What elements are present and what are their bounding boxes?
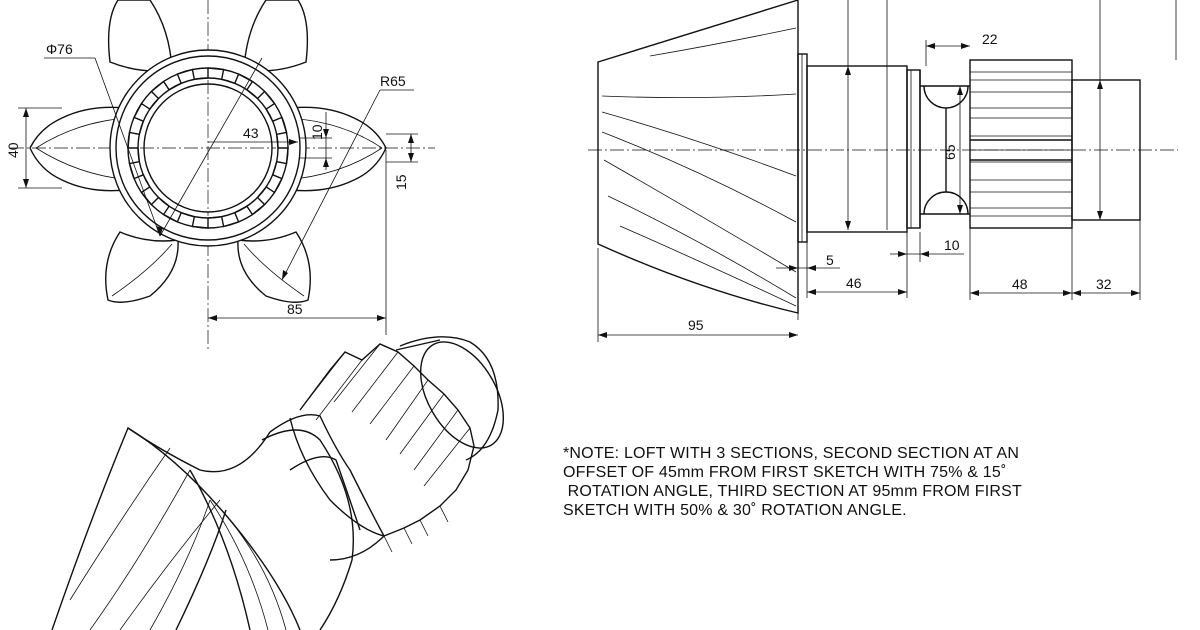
dim-65: 65: [942, 86, 963, 214]
petal-bottom-left: [105, 231, 179, 303]
splined-section: [969, 59, 1073, 229]
dim-95: 95: [597, 248, 798, 342]
diameter-76-dimension: Φ76: [44, 41, 263, 237]
dia-76-label: Φ76: [46, 41, 73, 57]
front-view: Φ76 R65 40 43: [5, 0, 435, 350]
iso-cone: [51, 426, 301, 630]
dim-5: 5: [776, 232, 840, 320]
dim-48-label: 48: [1012, 276, 1028, 292]
dim-10-groove-label: 10: [944, 237, 960, 253]
bore-circle: [137, 77, 279, 219]
dim-32: 32: [1072, 220, 1141, 300]
dim-10-label: 10: [309, 124, 325, 140]
dim-5-label: 5: [826, 252, 834, 268]
isometric-view: [51, 336, 505, 630]
dim-15: 15: [386, 133, 418, 190]
note-line-3: ROTATION ANGLE, THIRD SECTION AT 95mm FR…: [563, 483, 1023, 500]
note-line-4: SKETCH WITH 50% & 30˚ ROTATION ANGLE.: [563, 502, 907, 519]
loft-body: [597, 0, 799, 314]
iso-spline: [289, 343, 475, 553]
shaft-section: [806, 65, 908, 233]
shaft-step: [906, 69, 921, 229]
dim-22: 22: [925, 31, 998, 66]
dim-10-groove: 10: [890, 232, 964, 262]
dim-10-spline: 10: [300, 112, 332, 170]
flange: [797, 53, 808, 243]
dim-95-label: 95: [688, 317, 704, 333]
dim-40-label: 40: [5, 142, 21, 158]
note-line-2: OFFSET OF 45mm FROM FIRST SKETCH WITH 75…: [563, 464, 1007, 481]
petal-bottom-right: [237, 231, 311, 303]
dim-85: 85: [208, 150, 387, 335]
dim-15-label: 15: [393, 174, 409, 190]
note-line-1: *NOTE: LOFT WITH 3 SECTIONS, SECOND SECT…: [563, 445, 1020, 462]
dim-40: 40: [5, 107, 62, 189]
petal-top-right: [243, 0, 309, 72]
dim-32-label: 32: [1096, 276, 1112, 292]
neck-groove: [919, 70, 970, 228]
radius-65-dimension: R65: [281, 73, 414, 281]
petal-top-left: [107, 0, 173, 72]
side-view: 22 65 10 5: [588, 0, 1178, 342]
dim-22-label: 22: [982, 31, 998, 47]
hub-ring-circle: [115, 55, 301, 241]
r65-label: R65: [380, 73, 406, 89]
dim-43: 43: [208, 125, 298, 145]
dim-65-label: 65: [942, 144, 958, 160]
dim-46-label: 46: [846, 275, 862, 291]
dim-46: 46: [807, 262, 908, 298]
dim-43-label: 43: [243, 125, 259, 141]
dim-48: 48: [969, 228, 1073, 300]
loft-note: *NOTE: LOFT WITH 3 SECTIONS, SECOND SECT…: [563, 444, 1183, 520]
dim-85-label: 85: [287, 301, 303, 317]
